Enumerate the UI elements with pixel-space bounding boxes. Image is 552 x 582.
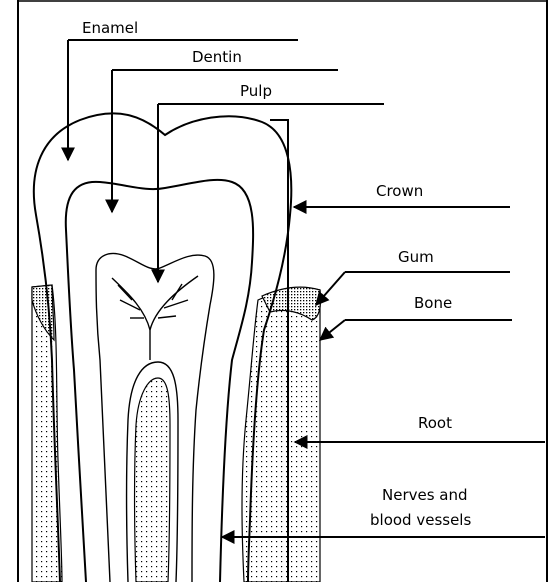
label-root: Root <box>418 414 452 432</box>
pulp-nerves <box>112 276 198 360</box>
bone-arrow <box>320 320 345 340</box>
label-nerves-line1: Nerves and <box>382 486 468 504</box>
label-nerves-line2: blood vessels <box>370 511 471 529</box>
root-canal-inner <box>135 378 171 582</box>
label-gum: Gum <box>398 248 434 266</box>
gum-arrow <box>316 272 345 305</box>
label-dentin: Dentin <box>192 48 242 66</box>
label-crown: Crown <box>376 182 423 200</box>
label-enamel: Enamel <box>82 19 138 37</box>
label-pulp: Pulp <box>240 82 272 100</box>
label-bone: Bone <box>414 294 452 312</box>
